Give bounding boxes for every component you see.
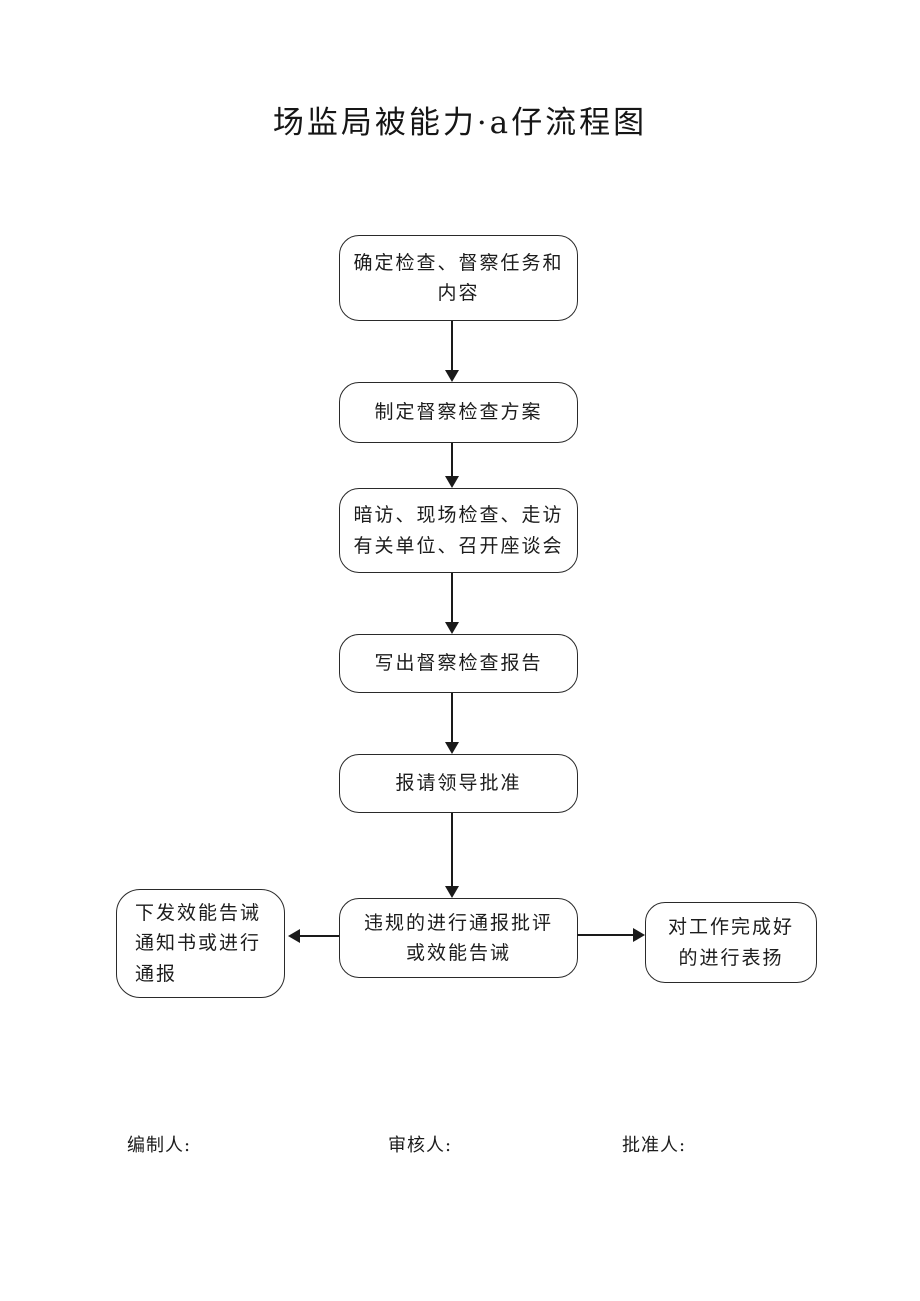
flow-node-line: 对工作完成好 xyxy=(667,916,794,939)
flow-arrow-right xyxy=(577,927,645,942)
flow-node-line: 或效能告诫 xyxy=(405,942,511,964)
flow-node-line: 下发效能告诫 xyxy=(135,901,262,924)
flow-node-line: 暗访、现场检查、走访 xyxy=(353,504,564,527)
flow-node-line: 通报 xyxy=(135,962,178,985)
flow-arrow-down-5 xyxy=(444,813,459,898)
flow-node-line: 有关单位、召开座谈会 xyxy=(353,534,564,557)
flow-node-violation-handling: 违规的进行通报批评 或效能告诫 xyxy=(339,898,578,978)
flow-node-write-report: 写出督察检查报告 xyxy=(339,634,578,693)
flow-node-line: 的进行表扬 xyxy=(678,946,784,969)
flow-arrow-down-1 xyxy=(444,321,459,382)
flow-node-formulate-plan: 制定督察检查方案 xyxy=(339,382,578,443)
reviewer-label: 审核人: xyxy=(388,1135,453,1156)
flow-node-line: 内容 xyxy=(437,282,480,304)
flow-arrow-left xyxy=(288,928,339,943)
flow-node-line: 违规的进行通报批评 xyxy=(363,911,553,934)
flow-node-leader-approval: 报请领导批准 xyxy=(339,754,578,813)
flow-node-line: 写出督察检查报告 xyxy=(374,652,543,675)
page-title: 场监局被能力·a仔流程图 xyxy=(272,105,648,141)
preparer-label: 编制人: xyxy=(127,1135,192,1156)
flow-node-determine-tasks: 确定检查、督察任务和 内容 xyxy=(339,235,578,321)
flow-node-issue-notice: 下发效能告诫 通知书或进行 通报 xyxy=(116,889,285,998)
flow-node-line: 通知书或进行 xyxy=(135,932,262,955)
flow-arrow-down-3 xyxy=(444,573,459,634)
flow-node-inspect-and-visit: 暗访、现场检查、走访 有关单位、召开座谈会 xyxy=(339,488,578,573)
flow-node-line: 制定督察检查方案 xyxy=(374,401,543,424)
flow-node-line: 报请领导批准 xyxy=(395,772,522,795)
flow-arrow-down-4 xyxy=(444,693,459,754)
approver-label: 批准人: xyxy=(622,1135,687,1156)
flow-node-line: 确定检查、督察任务和 xyxy=(353,251,564,274)
flow-node-praise-good-work: 对工作完成好 的进行表扬 xyxy=(645,902,817,983)
flow-arrow-down-2 xyxy=(444,443,459,488)
